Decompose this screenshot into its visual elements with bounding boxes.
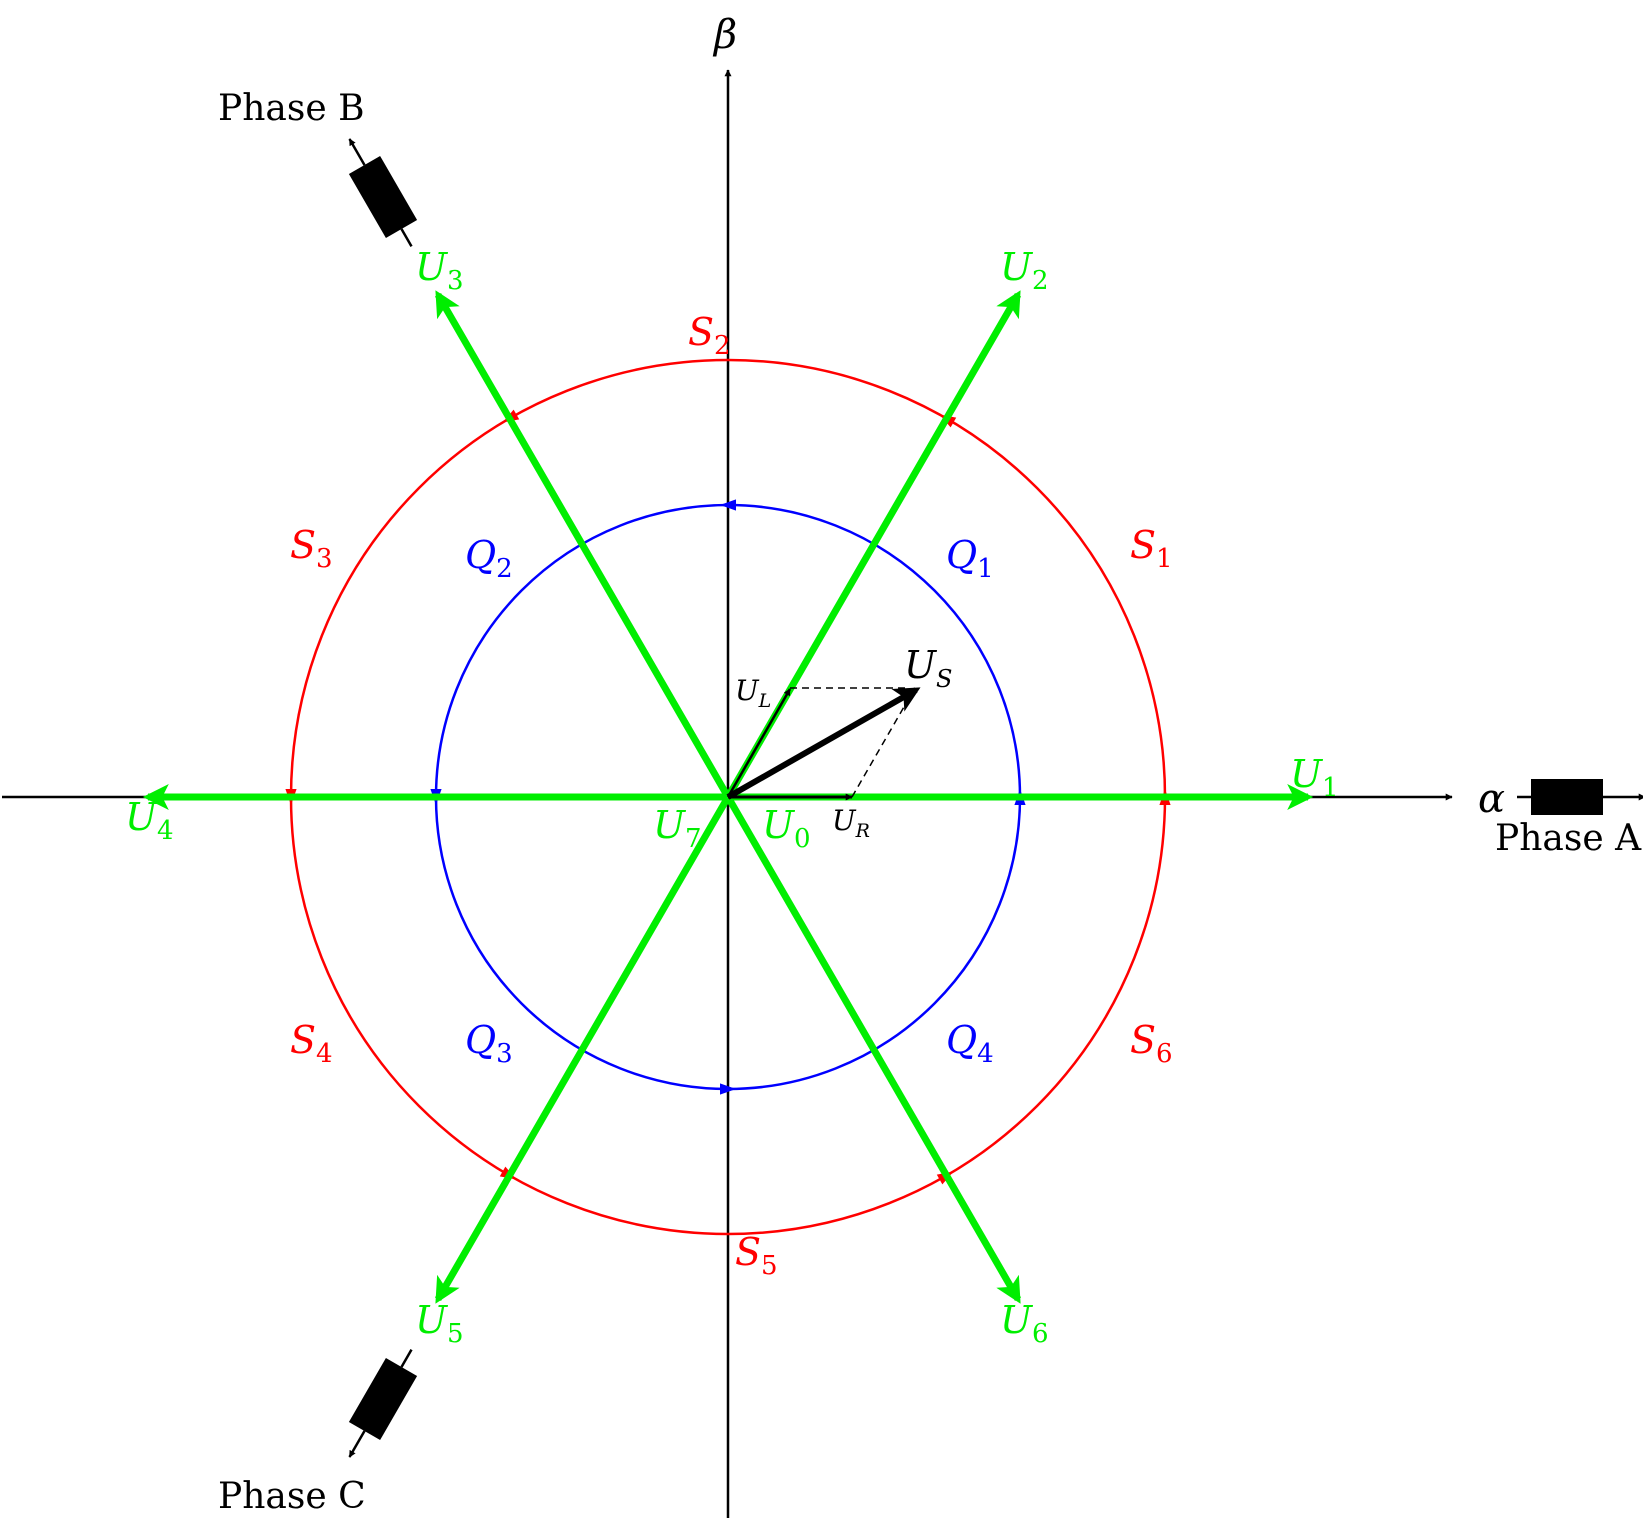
sector-label-s5: S5	[735, 1230, 778, 1281]
ul-vector-label: UL	[735, 674, 771, 712]
vector-label-u6: U6	[1000, 1298, 1049, 1349]
phase-a-marker	[1517, 779, 1643, 815]
quadrant-label-q4: Q4	[946, 1018, 994, 1069]
phase-b-marker	[348, 138, 418, 247]
sector-label-s3: S3	[290, 523, 333, 574]
phase-a-label: Phase A	[1495, 818, 1642, 859]
us-vector	[726, 687, 921, 800]
quadrant-label-q2: Q2	[465, 533, 513, 584]
vector-label-u5: U5	[415, 1298, 464, 1349]
sector-label-s1: S1	[1130, 523, 1173, 574]
vector-label-u0: U0	[762, 803, 811, 854]
vector-u3	[434, 290, 732, 799]
ul-vector	[726, 688, 792, 798]
sector-label-s2: S2	[688, 310, 731, 361]
vector-u6	[724, 795, 1022, 1304]
phase-markers	[348, 138, 1643, 1458]
inner-circle-arrow-2	[720, 499, 736, 511]
sector-label-s4: S4	[290, 1018, 333, 1069]
vector-label-u1: U1	[1290, 752, 1339, 803]
vector-label-u2: U2	[1000, 245, 1049, 296]
vector-label-u7: U7	[653, 803, 702, 854]
phase-c-label: Phase C	[218, 1476, 366, 1517]
axes: α β	[2, 12, 1505, 1518]
circle-arrows	[285, 409, 1171, 1185]
reference-vector-label: US	[904, 643, 952, 693]
sector-label-s6: S6	[1130, 1018, 1173, 1069]
vector-label-u4: U4	[125, 795, 174, 846]
phase-c-marker	[348, 1349, 418, 1458]
alpha-axis-label: α	[1478, 776, 1505, 822]
vector-u5	[434, 795, 732, 1304]
quadrant-label-q1: Q1	[946, 533, 994, 584]
ur-vector-label: UR	[832, 804, 870, 842]
vector-label-u3: U3	[415, 245, 464, 296]
phase-b-label: Phase B	[218, 88, 365, 129]
labels: U1 U2 U3 U4 U5 U6 U0 U7 S1 S2 S3 S4 S5 S…	[125, 88, 1642, 1517]
quadrant-label-q3: Q3	[465, 1018, 513, 1069]
vector-decomposition	[726, 687, 921, 801]
beta-axis-label: β	[712, 12, 737, 58]
inner-circle-arrow-4	[720, 1083, 736, 1095]
